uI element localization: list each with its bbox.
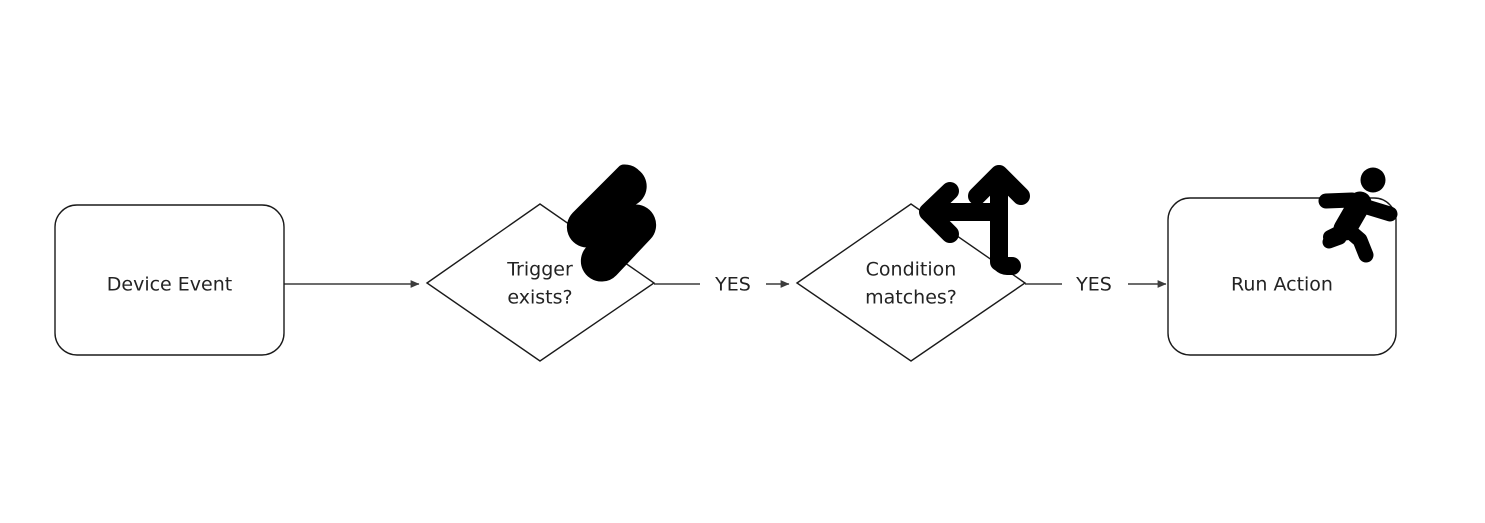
node-trigger-exists[interactable]: Trigger exists?: [425, 164, 657, 362]
node-device-event[interactable]: Device Event: [54, 204, 285, 356]
trigger-exists-label-line1: Trigger: [506, 259, 573, 281]
edge-label-yes-2: YES: [1075, 274, 1112, 296]
condition-matches-label-line1: Condition: [866, 259, 957, 281]
edge-condition-to-run-action: YES: [1025, 274, 1167, 296]
condition-matches-diamond[interactable]: [795, 203, 1027, 362]
device-event-label: Device Event: [107, 274, 232, 296]
branch-arrow-icon: [919, 165, 1030, 275]
node-condition-matches[interactable]: Condition matches?: [795, 165, 1030, 362]
lightning-bolt-icon: [566, 164, 657, 282]
edge-trigger-to-condition: YES: [654, 274, 790, 296]
node-run-action[interactable]: Run Action: [1167, 167, 1398, 356]
edge-label-yes-1: YES: [714, 274, 751, 296]
condition-matches-label-line2: matches?: [865, 287, 957, 309]
device-event-box[interactable]: [54, 204, 285, 356]
running-person-icon: [1318, 167, 1398, 263]
run-action-label: Run Action: [1231, 274, 1333, 296]
trigger-exists-label-line2: exists?: [507, 287, 572, 309]
trigger-exists-diamond[interactable]: [425, 203, 656, 362]
